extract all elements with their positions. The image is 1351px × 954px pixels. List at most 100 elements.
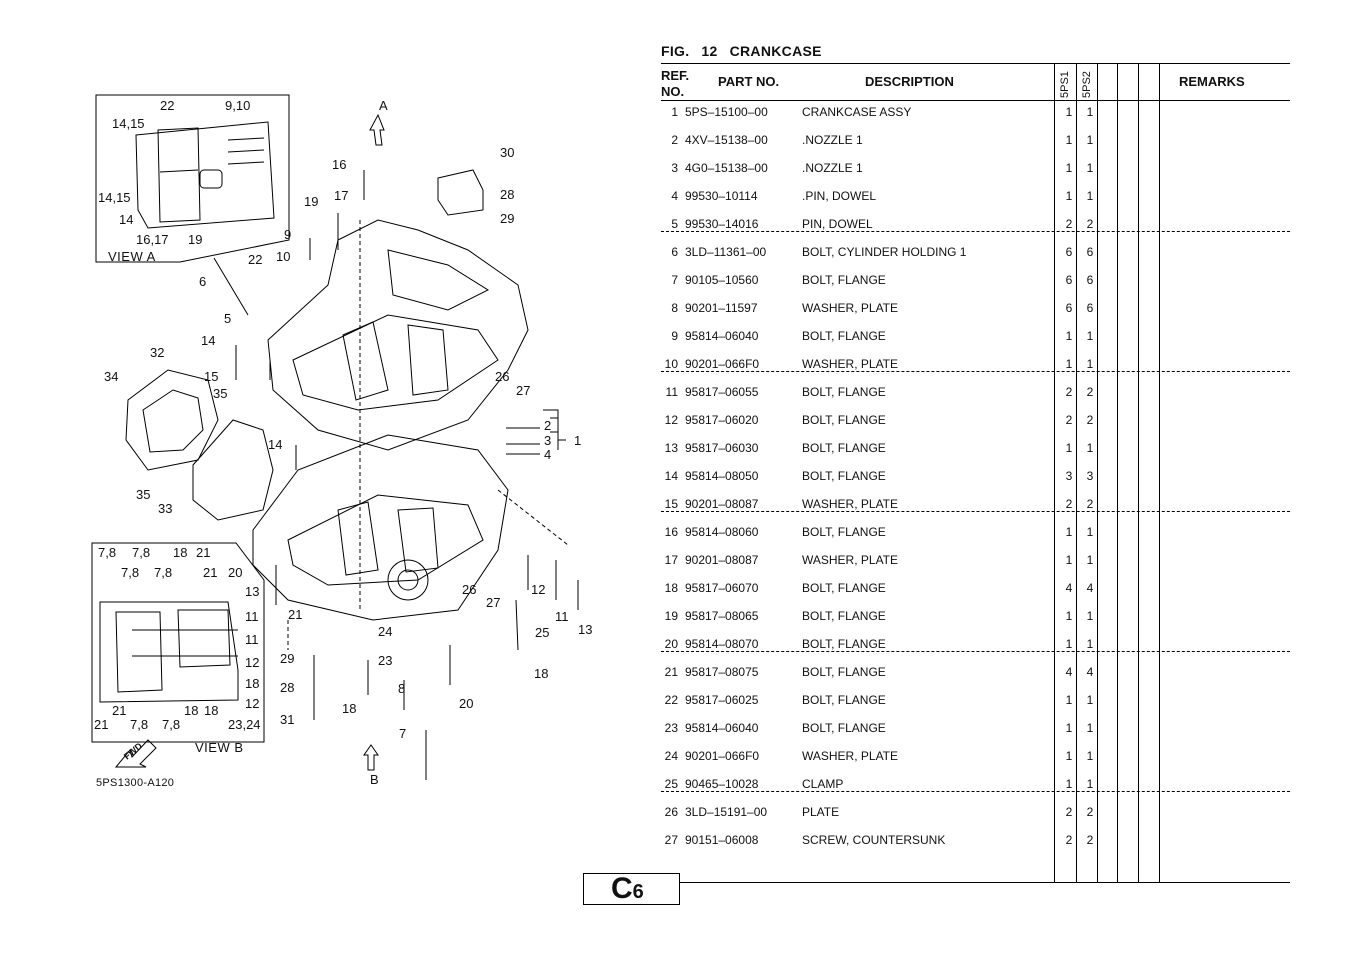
callout: 28: [280, 680, 295, 695]
qty-5ps2-cell: 1: [1086, 693, 1094, 707]
callout-view-a: 14,15: [112, 116, 145, 131]
description-cell: WASHER, PLATE: [802, 301, 899, 315]
callout-view-a: 14: [119, 212, 134, 227]
description-cell: .NOZZLE 1: [802, 161, 863, 175]
ref-cell: 16: [664, 525, 678, 539]
description-cell: BOLT, FLANGE: [802, 721, 886, 735]
part-no-cell: 95817–06030: [685, 441, 759, 455]
callout-view-b: 18: [245, 676, 260, 691]
callout: 27: [486, 595, 501, 610]
group-separator: [661, 511, 1290, 512]
ref-cell: 25: [664, 777, 678, 791]
qty-5ps1-cell: 6: [1065, 245, 1073, 259]
callout: 14: [201, 333, 216, 348]
ref-cell: 5: [671, 217, 678, 231]
qty-5ps2-cell: 1: [1086, 161, 1094, 175]
qty-5ps1-cell: 1: [1065, 721, 1073, 735]
callout: 31: [280, 712, 295, 727]
part-no-cell: 95817–08065: [685, 609, 759, 623]
qty-5ps2-cell: 2: [1086, 385, 1094, 399]
description-cell: PLATE: [802, 805, 840, 819]
table-top-rule: [661, 63, 1290, 64]
fig-number: 12: [701, 43, 718, 59]
part-no-cell: 95817–06025: [685, 693, 759, 707]
part-no-cell: 95814–08070: [685, 637, 759, 651]
description-cell: .NOZZLE 1: [802, 133, 863, 147]
callout: 27: [516, 383, 531, 398]
description-cell: BOLT, FLANGE: [802, 581, 886, 595]
qty-5ps1-cell: 6: [1065, 301, 1073, 315]
callout-view-b: 20: [228, 565, 243, 580]
part-no-cell: 3LD–15191–00: [685, 805, 768, 819]
description-cell: CRANKCASE ASSY: [802, 105, 912, 119]
callout-view-b: 23,24: [228, 717, 261, 732]
qty-5ps1-cell: 6: [1065, 273, 1073, 287]
description-cell: WASHER, PLATE: [802, 357, 899, 371]
column-divider: [1117, 63, 1118, 883]
callout: 28: [500, 187, 515, 202]
qty-5ps1-cell: 2: [1065, 833, 1073, 847]
ref-cell: 27: [664, 833, 678, 847]
qty-5ps1-cell: 1: [1065, 189, 1073, 203]
callout: 19: [304, 194, 319, 209]
callout-view-b: 18: [204, 703, 219, 718]
description-cell: BOLT, FLANGE: [802, 469, 886, 483]
qty-5ps2-cell: 1: [1086, 357, 1094, 371]
qty-5ps2-cell: 1: [1086, 721, 1094, 735]
part-no-cell: 95814–08050: [685, 469, 759, 483]
qty-5ps1-cell: 2: [1065, 385, 1073, 399]
qty-5ps2-cell: 6: [1086, 273, 1094, 287]
callout-view-b: 7,8: [121, 565, 140, 580]
header-description: DESCRIPTION: [865, 74, 954, 89]
qty-5ps2-cell: 1: [1086, 189, 1094, 203]
ref-cell: 13: [664, 441, 678, 455]
callout-view-b: 7,8: [162, 717, 181, 732]
crankcase-exploded-diagram: 22 9,10 14,15 14,15 14 16,17 19 VIEW A A…: [88, 90, 608, 810]
qty-5ps1-cell: 1: [1065, 777, 1073, 791]
group-separator: [661, 371, 1290, 372]
callout: 1: [574, 433, 582, 448]
header-model-5ps1: 5PS1: [1059, 71, 1071, 98]
callout: 32: [150, 345, 165, 360]
callout: 15: [204, 369, 219, 384]
ref-cell: 19: [664, 609, 678, 623]
parts-table: REF. NO. PART NO. DESCRIPTION 5PS1 5PS2 …: [661, 63, 1290, 883]
callout: 26: [462, 582, 477, 597]
callout: 8: [398, 681, 406, 696]
footer-rule: [679, 882, 1290, 883]
description-cell: BOLT, FLANGE: [802, 609, 886, 623]
qty-5ps1-cell: 1: [1065, 105, 1073, 119]
description-cell: BOLT, FLANGE: [802, 329, 886, 343]
part-no-cell: 95814–06040: [685, 721, 759, 735]
ref-cell: 6: [671, 245, 678, 259]
callout-view-b: 12: [245, 655, 260, 670]
callout: 4: [544, 447, 552, 462]
part-no-cell: 95814–08060: [685, 525, 759, 539]
header-no: NO.: [661, 84, 685, 99]
callout-view-b: 21: [112, 703, 127, 718]
callout-view-b: 7,8: [130, 717, 149, 732]
callout: 11: [555, 609, 569, 624]
ref-cell: 2: [671, 133, 678, 147]
part-no-cell: 99530–10114: [685, 189, 758, 203]
ref-cell: 10: [664, 357, 678, 371]
column-divider: [1138, 63, 1139, 883]
part-no-cell: 90201–066F0: [685, 357, 760, 371]
qty-5ps1-cell: 1: [1065, 329, 1073, 343]
ref-cell: 23: [664, 721, 678, 735]
description-cell: BOLT, FLANGE: [802, 441, 886, 455]
callout: 23: [378, 653, 393, 668]
part-no-cell: 99530–14016: [685, 217, 759, 231]
ref-cell: 22: [664, 693, 678, 707]
